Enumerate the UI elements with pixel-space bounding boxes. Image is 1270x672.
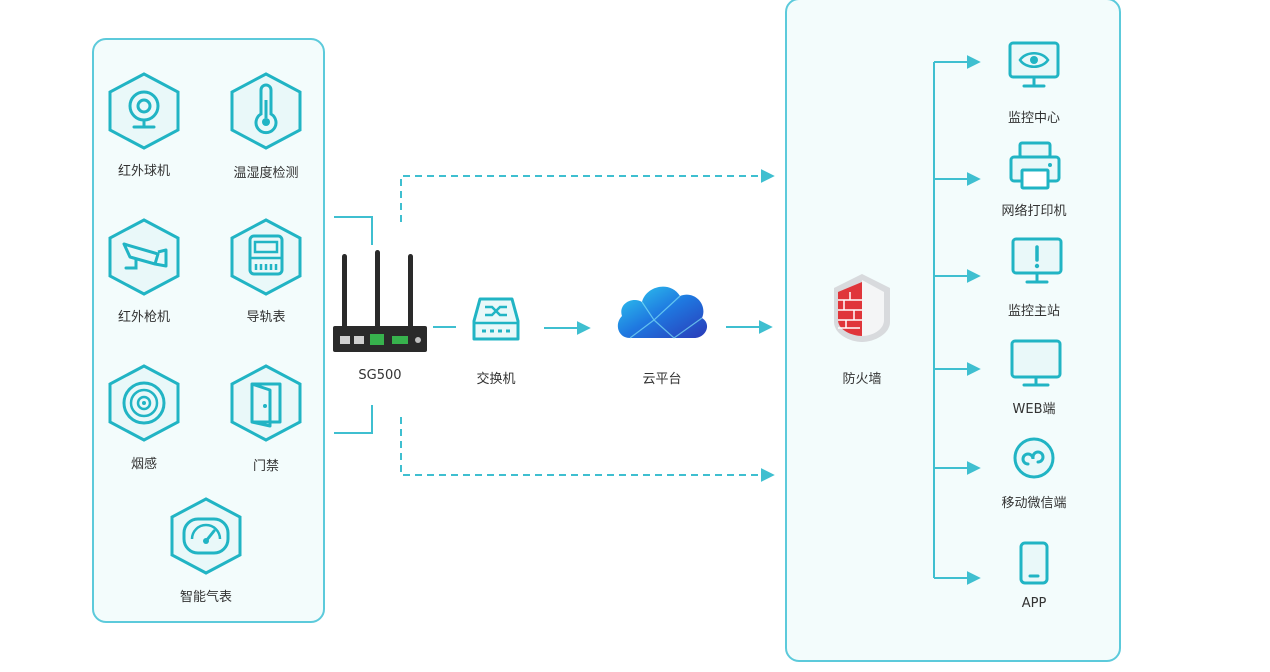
client-label-printer: 网络打印机 [1001, 204, 1067, 219]
alert-monitor-icon [1011, 237, 1063, 284]
bracket-bottom [334, 405, 373, 434]
door-icon [230, 364, 302, 442]
gauge-icon [170, 497, 242, 575]
sensor-label-rail-meter: 导轨表 [246, 310, 286, 325]
switch-icon [472, 297, 520, 341]
cloud-icon [617, 286, 708, 339]
mini-program-icon [1013, 437, 1055, 479]
sensor-label-gas-meter: 智能气表 [179, 590, 233, 605]
client-label-monitor-center: 监控中心 [1007, 111, 1061, 126]
client-label-wechat: 移动微信端 [1001, 496, 1067, 511]
sensor-label-smoke: 烟感 [130, 457, 158, 472]
meter-icon [230, 218, 302, 296]
client-label-master-station: 监控主站 [1007, 304, 1061, 319]
bracket-top [334, 216, 373, 245]
sensor-label-ptz-camera: 红外球机 [117, 164, 171, 179]
switch-label: 交换机 [476, 372, 516, 387]
bullet-camera-icon [108, 218, 180, 296]
firewall-label: 防火墙 [842, 372, 882, 387]
smoke-detector-icon [108, 364, 180, 442]
router-icon [333, 250, 427, 352]
printer-icon [1009, 141, 1061, 190]
phone-icon [1019, 541, 1049, 585]
dashed-route-top [400, 169, 775, 222]
web-monitor-icon [1010, 339, 1062, 387]
client-label-app: APP [1021, 596, 1047, 611]
sensor-label-access: 门禁 [252, 459, 280, 474]
cloud-label: 云平台 [642, 372, 682, 387]
firewall-icon [834, 274, 890, 342]
client-label-web: WEB端 [1012, 402, 1056, 417]
dashed-route-bottom [400, 417, 775, 482]
gateway-label: SG500 [358, 368, 402, 383]
sensor-label-bullet-camera: 红外枪机 [117, 310, 171, 325]
eye-monitor-icon [1008, 41, 1060, 88]
dome-camera-icon [108, 72, 180, 150]
sensor-label-temp-humidity: 温湿度检测 [233, 166, 299, 181]
thermometer-icon [230, 72, 302, 150]
